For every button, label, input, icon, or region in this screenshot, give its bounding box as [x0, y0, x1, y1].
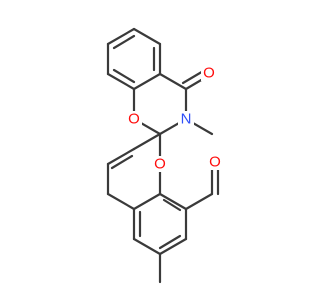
lower-benzene-ring — [132, 162, 220, 284]
structure-canvas: O O N O O — [106, 27, 223, 284]
aldehyde-bond — [184, 192, 214, 211]
atom-o-carbonyl: O — [201, 65, 217, 82]
atom-label-nitrogen: N — [181, 111, 192, 128]
double-bond-inner — [112, 34, 136, 50]
double-bond-inner — [112, 68, 136, 84]
double-bond-inner — [158, 234, 182, 250]
atom-o-ring-upper: O — [126, 111, 142, 128]
atom-label-oxygen: O — [154, 156, 166, 173]
bond — [158, 72, 188, 91]
bond — [158, 192, 188, 211]
atom-label-oxygen: O — [128, 111, 140, 128]
molecule-structure: O O N O O — [106, 27, 223, 284]
double-bond-inner — [162, 198, 182, 212]
double-bond-inner — [110, 154, 134, 170]
atom-o-aldehyde: O — [207, 154, 223, 171]
upper-benzene-ring — [106, 27, 162, 91]
atom-label-oxygen: O — [209, 154, 221, 171]
bond — [158, 237, 188, 256]
bond — [106, 72, 136, 91]
bond — [106, 147, 136, 166]
bond — [132, 192, 162, 211]
oxazinone-ring — [132, 68, 214, 136]
bond — [106, 192, 136, 211]
atom-o-ring-lower: O — [152, 156, 168, 173]
bond — [132, 27, 162, 46]
atom-label-oxygen: O — [203, 65, 215, 82]
bond — [132, 132, 162, 151]
bond — [106, 27, 136, 46]
atom-n: N — [178, 111, 194, 128]
bond — [132, 237, 162, 256]
bond — [132, 72, 162, 91]
